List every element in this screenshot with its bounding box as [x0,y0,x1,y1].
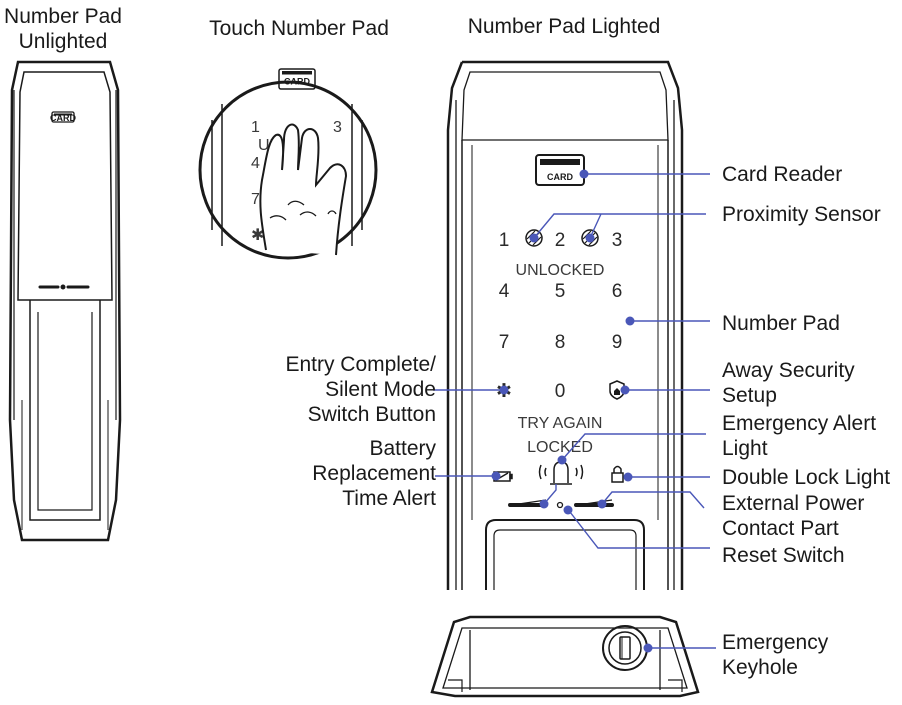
card-label-small: CARD [50,113,76,123]
touch-key-3: 3 [333,119,342,136]
touch-key-4: 4 [251,155,260,172]
label-external-power: External Power Contact Part [722,492,865,540]
card-label-touch: CARD [284,77,310,87]
label-card-reader: Card Reader [722,163,843,186]
key-1: 1 [499,230,510,251]
key-7: 7 [499,332,510,353]
device-unlighted [8,60,122,542]
leader-lines [433,173,716,649]
double-lock-icon [611,465,624,483]
hand-icon [259,123,348,256]
locked-text: LOCKED [527,439,593,456]
main-keypad: 1 2 3 UNLOCKED 4 5 6 7 8 9 ✱ 0 TRY AGAIN… [493,229,625,509]
key-6: 6 [612,281,623,302]
try-again-text: TRY AGAIN [518,415,603,432]
device-lighted [446,60,684,590]
label-entry-complete: Entry Complete/ Silent Mode Switch Butto… [285,353,436,426]
key-0: 0 [555,381,566,402]
label-emergency-alert: Emergency Alert Light [722,412,877,460]
label-number-pad: Number Pad [722,312,840,335]
label-reset-switch: Reset Switch [722,544,845,567]
label-away-security: Away Security Setup [722,359,855,407]
label-emergency-keyhole: Emergency Keyhole [722,631,829,679]
label-proximity-sensor: Proximity Sensor [722,203,881,226]
card-label-main: CARD [547,172,573,182]
leader-dots [491,169,653,653]
heading-lighted: Number Pad Lighted [467,15,661,38]
emergency-alert-icon [538,461,584,485]
key-5: 5 [555,281,566,302]
unlocked-text: UNLOCKED [516,262,605,279]
key-9: 9 [612,332,623,353]
heading-unlighted: Number Pad Unlighted [4,5,122,53]
bottom-cover [430,615,700,698]
touch-illustration: CARD 1 3 4 7 ✱ UN [198,68,378,260]
touch-key-star: ✱ [251,227,264,244]
key-2: 2 [555,230,566,251]
key-4: 4 [499,281,510,302]
touch-key-1: 1 [251,119,260,136]
heading-touch: Touch Number Pad [209,17,389,40]
label-battery: Battery Replacement Time Alert [312,437,436,510]
key-3: 3 [612,230,623,251]
touch-key-7: 7 [251,191,260,208]
key-8: 8 [555,332,566,353]
label-double-lock: Double Lock Light [722,466,891,489]
